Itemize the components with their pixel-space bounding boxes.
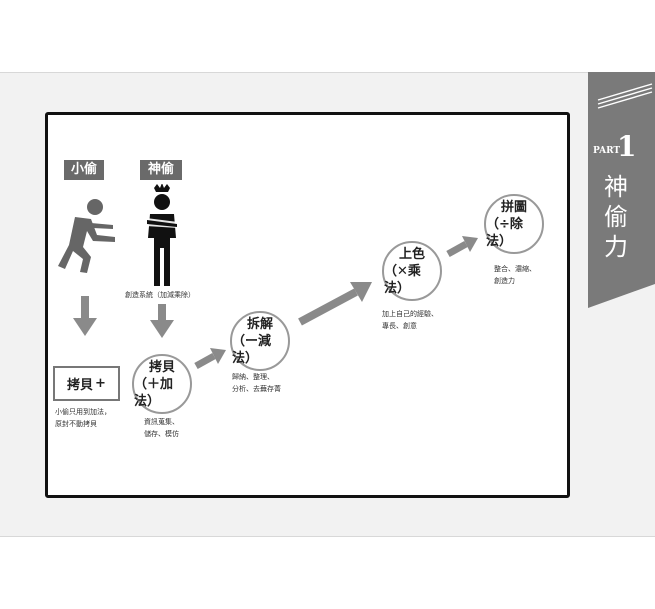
god-thief-label: 神偷 (140, 160, 182, 180)
arrow-mul-to-div (446, 236, 478, 258)
god-thief-figure (146, 184, 178, 286)
step-mul-circle: 上色 （✕乘法） (382, 241, 442, 301)
down-arrow-right (150, 304, 174, 338)
part-word: PART (593, 146, 621, 156)
sub-note: 歸納、整理、 分析、去蕪存菁 (232, 373, 281, 393)
step-div-circle: 拼圖 （÷除法） (484, 194, 544, 254)
chapter-title: 神偷力 (604, 173, 628, 261)
arrow-sub-to-mul (298, 282, 372, 326)
step-add-title: 拷貝 (148, 359, 175, 375)
step-sub-op: （ー減法） (232, 333, 272, 366)
step-mul-title: 上色 (398, 246, 425, 262)
step-sub-title: 拆解 (246, 316, 273, 332)
step-div-title: 拼圖 (500, 199, 527, 215)
step-sub-circle: 拆解 （ー減法） (230, 311, 290, 371)
small-thief-label: 小偷 (64, 160, 104, 180)
down-arrow-left (73, 296, 97, 336)
part-number: 1 (617, 130, 637, 163)
copy-note: 小偷只用到加法， 原封不動拷貝 (55, 408, 111, 428)
copy-box-text: 拷貝 (67, 378, 94, 393)
div-note: 整合、濃縮、 創造力 (494, 265, 536, 285)
step-add-op: （＋加法） (134, 376, 174, 409)
copy-box: 拷貝 + (53, 366, 120, 401)
diagram-panel (45, 112, 570, 498)
small-thief-figure (58, 199, 115, 273)
copy-box-sign: + (95, 376, 106, 391)
step-div-op: （÷除法） (486, 216, 523, 249)
chapter-tab (588, 72, 655, 308)
step-add-circle: 拷貝 （＋加法） (132, 354, 192, 414)
god-thief-caption: 創造系統（加減乘除） (125, 291, 195, 299)
arrow-add-to-sub (194, 348, 226, 370)
step-mul-op: （✕乘法） (384, 263, 421, 296)
add-note: 資訊蒐集、 儲存、模仿 (144, 418, 179, 438)
mul-note: 加上自己的經驗、 專長、創意 (382, 310, 438, 330)
